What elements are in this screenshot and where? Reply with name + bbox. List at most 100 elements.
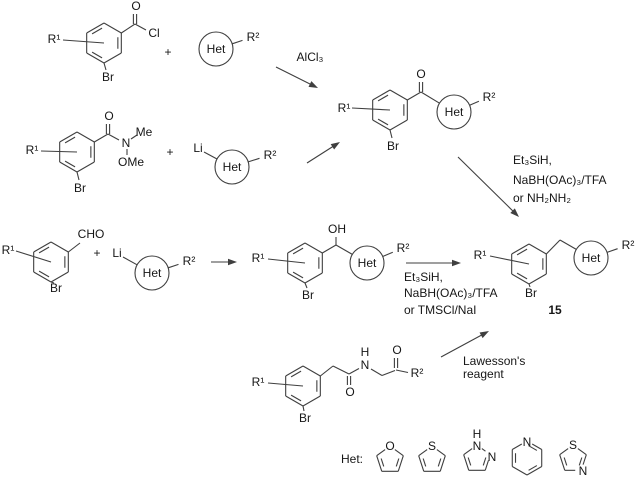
thiophene-ring-icon [418, 449, 446, 472]
r1-label: R¹ [473, 248, 487, 262]
het-circle [198, 31, 234, 67]
ring-bond [59, 131, 78, 143]
het-r2-reagent [198, 31, 243, 67]
bond [121, 23, 136, 34]
ring-double-bond [377, 94, 389, 102]
ring-double-bond [380, 458, 385, 467]
carbonyl-o-label: O [104, 109, 114, 123]
lithium-label: Li [193, 141, 203, 155]
ring-bond [50, 271, 69, 283]
ring-double-bond [482, 457, 487, 466]
reagent-line: NaBH(OAc)₃/TFA [513, 173, 607, 187]
ring-bond [376, 455, 383, 472]
bond [389, 129, 393, 139]
ring-bond [33, 241, 52, 253]
carbonyl-o-label: O [131, 0, 141, 13]
het-circle [436, 94, 472, 130]
ring-bond [304, 272, 323, 284]
pyrazole-ring-icon [463, 448, 489, 471]
arrowhead [452, 259, 461, 267]
het-circle [349, 245, 385, 281]
arrowhead [308, 81, 318, 88]
r1-label: R¹ [337, 101, 351, 115]
li-bond [122, 256, 138, 266]
ring-bond [397, 455, 404, 472]
ring-double-bond [528, 465, 538, 471]
r1-bond [351, 107, 391, 111]
het-circle-label: Het [206, 42, 226, 56]
ring-bond [304, 242, 323, 254]
ring-double-bond [528, 445, 538, 451]
lithium-label: Li [112, 246, 122, 260]
carbonyl-o-label: O [392, 343, 402, 357]
ring-double-bond [91, 27, 103, 35]
het-circle [214, 149, 250, 185]
cho-bond [67, 242, 81, 253]
plus-sign: + [93, 246, 101, 260]
li-het-r2-reagent [203, 149, 260, 185]
lawessons-arrow [440, 331, 489, 358]
addition-arrow [211, 258, 237, 266]
thiophene-s-label: S [427, 439, 437, 453]
ring-double-bond [422, 458, 427, 467]
bond [335, 244, 353, 255]
bromine-label: Br [387, 139, 399, 153]
ring-bond [103, 52, 122, 64]
chloride-label: Cl [148, 26, 160, 40]
ring-bond [285, 365, 304, 377]
carbonyl-o-label: O [345, 385, 355, 399]
ring-bond [372, 89, 391, 101]
bond [407, 91, 422, 101]
ring-bond [436, 449, 446, 457]
het-key-label: Het: [341, 452, 364, 466]
bond [322, 244, 337, 254]
ring-double-bond [377, 118, 389, 126]
ring-double-bond [38, 270, 50, 278]
amide-h-label: H [360, 345, 370, 359]
r1-label: R¹ [47, 32, 61, 46]
r1-label: R¹ [25, 143, 39, 157]
ring-bond [418, 455, 425, 472]
arrowhead [510, 208, 519, 217]
plus-sign: + [164, 45, 172, 59]
ring-double-bond [38, 246, 50, 254]
ring-bond [59, 161, 78, 173]
ring-bond [526, 466, 542, 476]
ring-bond [559, 454, 566, 471]
aldehyde-label: CHO [77, 227, 105, 241]
ring-double-bond [578, 457, 583, 466]
ring-bond [582, 454, 587, 465]
bond [370, 368, 383, 376]
ring-bond [418, 449, 428, 457]
arrow-line [275, 66, 312, 86]
ring-bond [86, 52, 105, 64]
r2-bond [395, 369, 409, 374]
ring-bond [531, 443, 542, 450]
r2-label: R² [263, 148, 277, 162]
het-circle-label: Het [357, 256, 377, 270]
amide-n-label: N [121, 136, 131, 150]
pyridine-n-label: N [522, 435, 532, 449]
bond [304, 282, 308, 289]
ring-double-bond [64, 136, 76, 144]
product-15-structure [489, 239, 618, 288]
r1-bond [267, 258, 306, 264]
furan-o-label: O [385, 439, 395, 453]
ring-double-bond [290, 370, 302, 378]
thiazole-n-label: N [578, 464, 588, 478]
bond [528, 283, 531, 288]
ring-bond [528, 273, 547, 285]
het-circle-label: Het [222, 160, 242, 174]
arrowhead [228, 258, 237, 266]
r2-label: R² [182, 254, 196, 268]
het-circle-label: Het [444, 105, 464, 119]
arrow-line [440, 333, 484, 358]
het-circle-label: Het [142, 266, 162, 280]
ring-bond [528, 243, 547, 255]
ring-double-bond [467, 457, 472, 466]
r2-label: R² [410, 366, 424, 380]
r2-bond [168, 263, 179, 269]
ring-bond [372, 119, 391, 131]
